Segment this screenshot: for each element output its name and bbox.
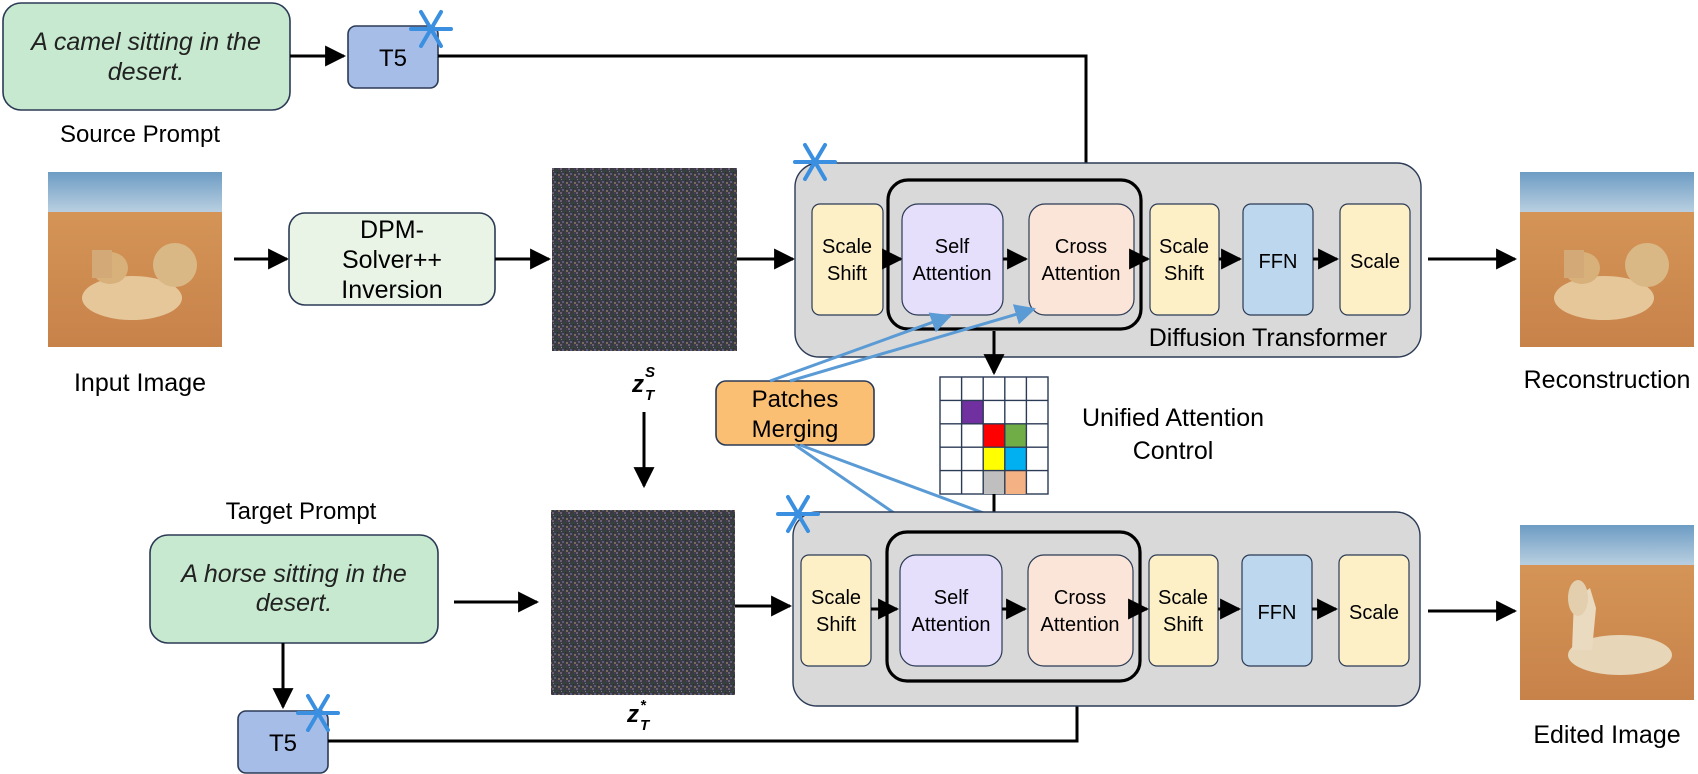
source-prompt-line2: desert. [108, 58, 184, 86]
input-image [48, 172, 222, 347]
target-prompt-box: A horse sitting in the desert. [149, 534, 439, 644]
inversion-line2: Solver++ [342, 246, 442, 274]
source-prompt-box: A camel sitting in the desert. [2, 2, 291, 111]
snowflake-icon [296, 694, 340, 732]
source-prompt-line1: A camel sitting in the [29, 28, 261, 56]
ffn-top-label: FFN [1259, 251, 1298, 273]
patches-merging-line1: Patches [752, 386, 839, 413]
snowflake-icon [776, 495, 820, 533]
scale-shift-1-bottom: Scale Shift [800, 554, 872, 667]
edited-image [1520, 525, 1694, 700]
latent-target-sup: * [640, 697, 647, 714]
target-prompt-label: Target Prompt [226, 498, 377, 525]
cross-attention-top-line1: Cross [1055, 236, 1107, 258]
source-prompt-label: Source Prompt [60, 121, 220, 148]
self-attention-bottom-line1: Self [934, 587, 969, 609]
latent-source-sub: T [645, 387, 656, 404]
t5-encoder-source: T5 [347, 25, 439, 89]
cross-attention-top: Cross Attention [1028, 203, 1135, 316]
cross-attention-bottom-line2: Attention [1041, 614, 1120, 636]
target-prompt-line1: A horse sitting in the [179, 560, 407, 588]
inversion-line1: DPM- [360, 216, 424, 244]
inversion-line3: Inversion [341, 276, 442, 304]
t5-source-label: T5 [379, 45, 407, 72]
latent-target-sub: T [640, 717, 651, 734]
edited-image-label: Edited Image [1533, 721, 1680, 749]
scale-shift-1-top: Scale Shift [811, 203, 884, 316]
patches-merging-line2: Merging [752, 416, 839, 443]
self-attention-top-line1: Self [935, 236, 970, 258]
snowflake-icon [793, 143, 837, 181]
attention-map-grid [939, 376, 1049, 495]
patches-merging-box: Patches Merging [715, 380, 875, 446]
dit-title: Diffusion Transformer [1149, 324, 1388, 352]
scale-top: Scale [1339, 203, 1411, 316]
source-latent-noise [552, 168, 737, 351]
target-latent-noise [551, 510, 735, 695]
latent-source-base: z [631, 371, 644, 398]
scale-shift-2-top-line1: Scale [1159, 236, 1209, 258]
target-prompt-line2: desert. [256, 589, 332, 617]
unified-attention-line2: Control [1133, 437, 1214, 465]
latent-source-sup: S [645, 364, 655, 381]
scale-shift-2-top-line2: Shift [1164, 263, 1204, 285]
ffn-bottom-label: FFN [1258, 602, 1297, 624]
reconstruction-image [1520, 172, 1694, 347]
self-attention-top-line2: Attention [913, 263, 992, 285]
scale-top-label: Scale [1350, 251, 1400, 273]
ffn-bottom: FFN [1241, 554, 1313, 667]
cross-attention-bottom: Cross Attention [1027, 554, 1134, 667]
scale-shift-2-top: Scale Shift [1149, 203, 1220, 316]
unified-attention-line1: Unified Attention [1082, 404, 1264, 432]
scale-bottom-label: Scale [1349, 602, 1399, 624]
scale-shift-1-bottom-line2: Shift [816, 614, 856, 636]
scale-bottom: Scale [1338, 554, 1410, 667]
latent-target-base: z [626, 701, 639, 728]
cross-attention-bottom-line1: Cross [1054, 587, 1106, 609]
self-attention-top: Self Attention [901, 203, 1004, 316]
t5-target-label: T5 [269, 730, 297, 757]
scale-shift-1-bottom-line1: Scale [811, 587, 861, 609]
scale-shift-2-bottom-line2: Shift [1163, 614, 1203, 636]
reconstruction-label: Reconstruction [1524, 366, 1691, 394]
self-attention-bottom-line2: Attention [912, 614, 991, 636]
scale-shift-2-bottom: Scale Shift [1148, 554, 1219, 667]
self-attention-bottom: Self Attention [899, 554, 1003, 667]
snowflake-icon [409, 10, 453, 48]
ffn-top: FFN [1242, 203, 1314, 316]
scale-shift-1-top-line1: Scale [822, 236, 872, 258]
scale-shift-2-bottom-line1: Scale [1158, 587, 1208, 609]
dpm-solver-inversion-box: DPM- Solver++ Inversion [288, 212, 496, 306]
input-image-label: Input Image [74, 369, 206, 397]
cross-attention-top-line2: Attention [1042, 263, 1121, 285]
scale-shift-1-top-line2: Shift [827, 263, 867, 285]
